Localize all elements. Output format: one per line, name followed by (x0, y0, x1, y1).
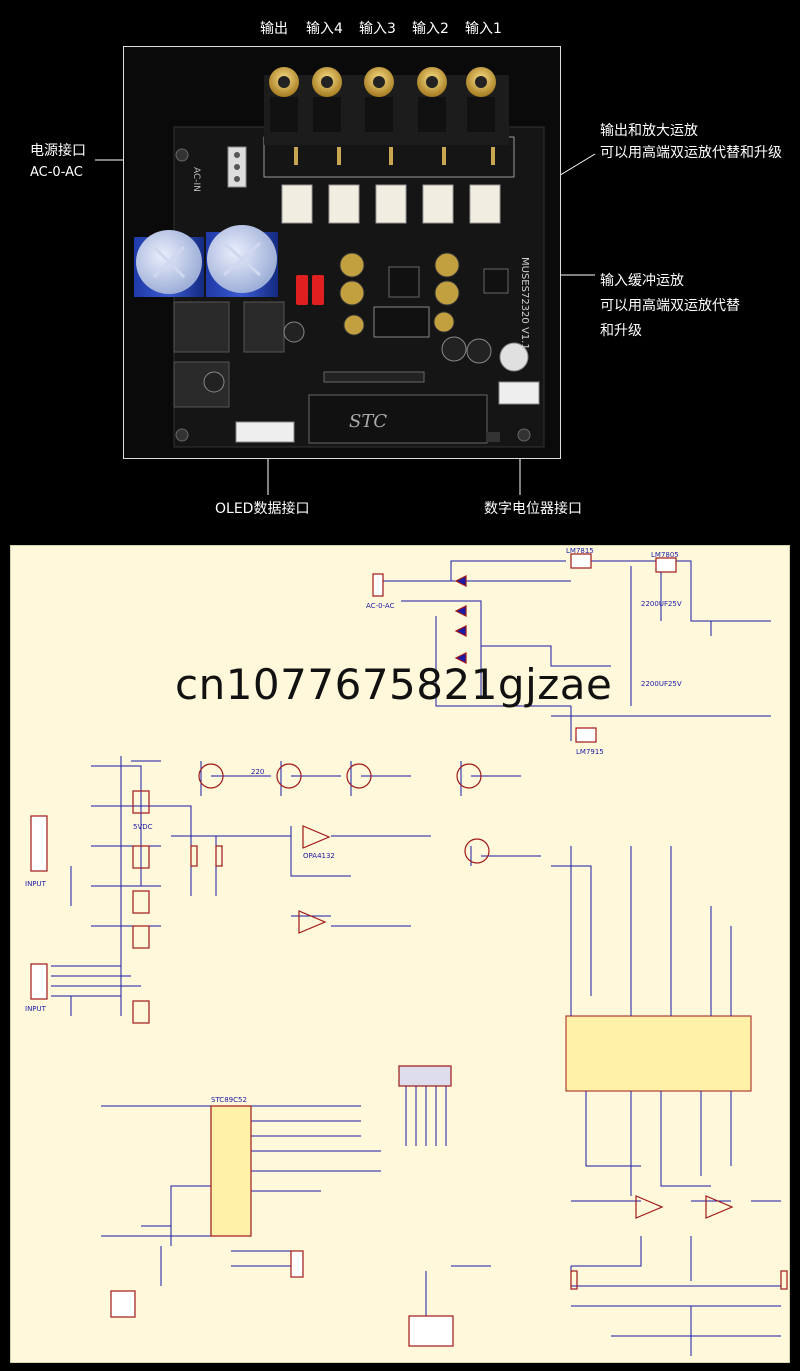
board-silk-muses: MUSES72320 V1.1 (519, 257, 530, 350)
ic-chips (373, 266, 509, 338)
callout-power-sub: AC-0-AC (30, 165, 83, 180)
callout-output-opamp-line1: 输出和放大运放 (600, 123, 698, 139)
callout-pot: 数字电位器接口 (484, 501, 582, 517)
label-lm7915: LM7915 (576, 748, 604, 756)
label-mcu: STC89C52 (211, 1096, 247, 1104)
label-cap-1: 2200UF25V (641, 600, 682, 608)
ac-in-silk: AC-IN (191, 167, 201, 192)
header-label-input1: 输入1 (465, 21, 502, 37)
trimmer-pots (296, 275, 324, 305)
rca-jacks (264, 67, 509, 165)
header-label-output: 输出 (260, 21, 288, 37)
schematic-wires (51, 560, 781, 1356)
header-label-input3: 输入3 (359, 21, 396, 37)
callout-input-opamp-line3: 和升级 (600, 323, 642, 339)
callout-input-opamp-line2: 可以用高端双运放代替 (600, 298, 740, 314)
label-relay: 5VDC (133, 823, 153, 831)
mcu-brand: STC (349, 411, 387, 432)
ac-in-connector: AC-IN (191, 146, 247, 192)
label-lm7805: LM7805 (651, 551, 679, 559)
label-input-2: INPUT (25, 1005, 47, 1013)
small-capacitors (339, 252, 529, 372)
relays (281, 184, 501, 224)
callout-oled: OLED数据接口 (215, 501, 310, 517)
pcb-photo: AC-IN (123, 46, 561, 459)
schematic-drawing: LM7815 LM7805 LM7915 AC-0-AC INPUT INPUT… (25, 547, 788, 1356)
label-lm7815: LM7815 (566, 547, 594, 555)
pot-connector (498, 381, 540, 405)
schematic-panel: LM7815 LM7805 LM7915 AC-0-AC INPUT INPUT… (10, 545, 790, 1363)
callout-input-opamp-line1: 输入缓冲运放 (600, 273, 684, 289)
filter-capacitors (134, 225, 278, 297)
callout-output-opamp-line2: 可以用高端双运放代替和升级 (600, 145, 782, 161)
label-resistor: 220 (251, 768, 264, 776)
label-cap-2: 2200UF25V (641, 680, 682, 688)
header-label-input4: 输入4 (306, 21, 343, 37)
callout-power-title: 电源接口 (30, 143, 86, 159)
pcb-illustration: AC-IN (124, 47, 560, 458)
oled-header (235, 421, 295, 443)
mcu: STC (308, 371, 488, 444)
product-photo-panel: 输出 输入4 输入3 输入2 输入1 电源接口 AC-0-AC 输出和放大运放 … (0, 0, 800, 538)
schematic-components (30, 553, 788, 1347)
label-input-1: INPUT (25, 880, 47, 888)
label-opamp: OPA4132 (303, 852, 335, 860)
label-ac-connector: AC-0-AC (366, 602, 395, 610)
watermark-text: cn1077675821gjzae (175, 660, 613, 709)
header-label-input2: 输入2 (412, 21, 449, 37)
